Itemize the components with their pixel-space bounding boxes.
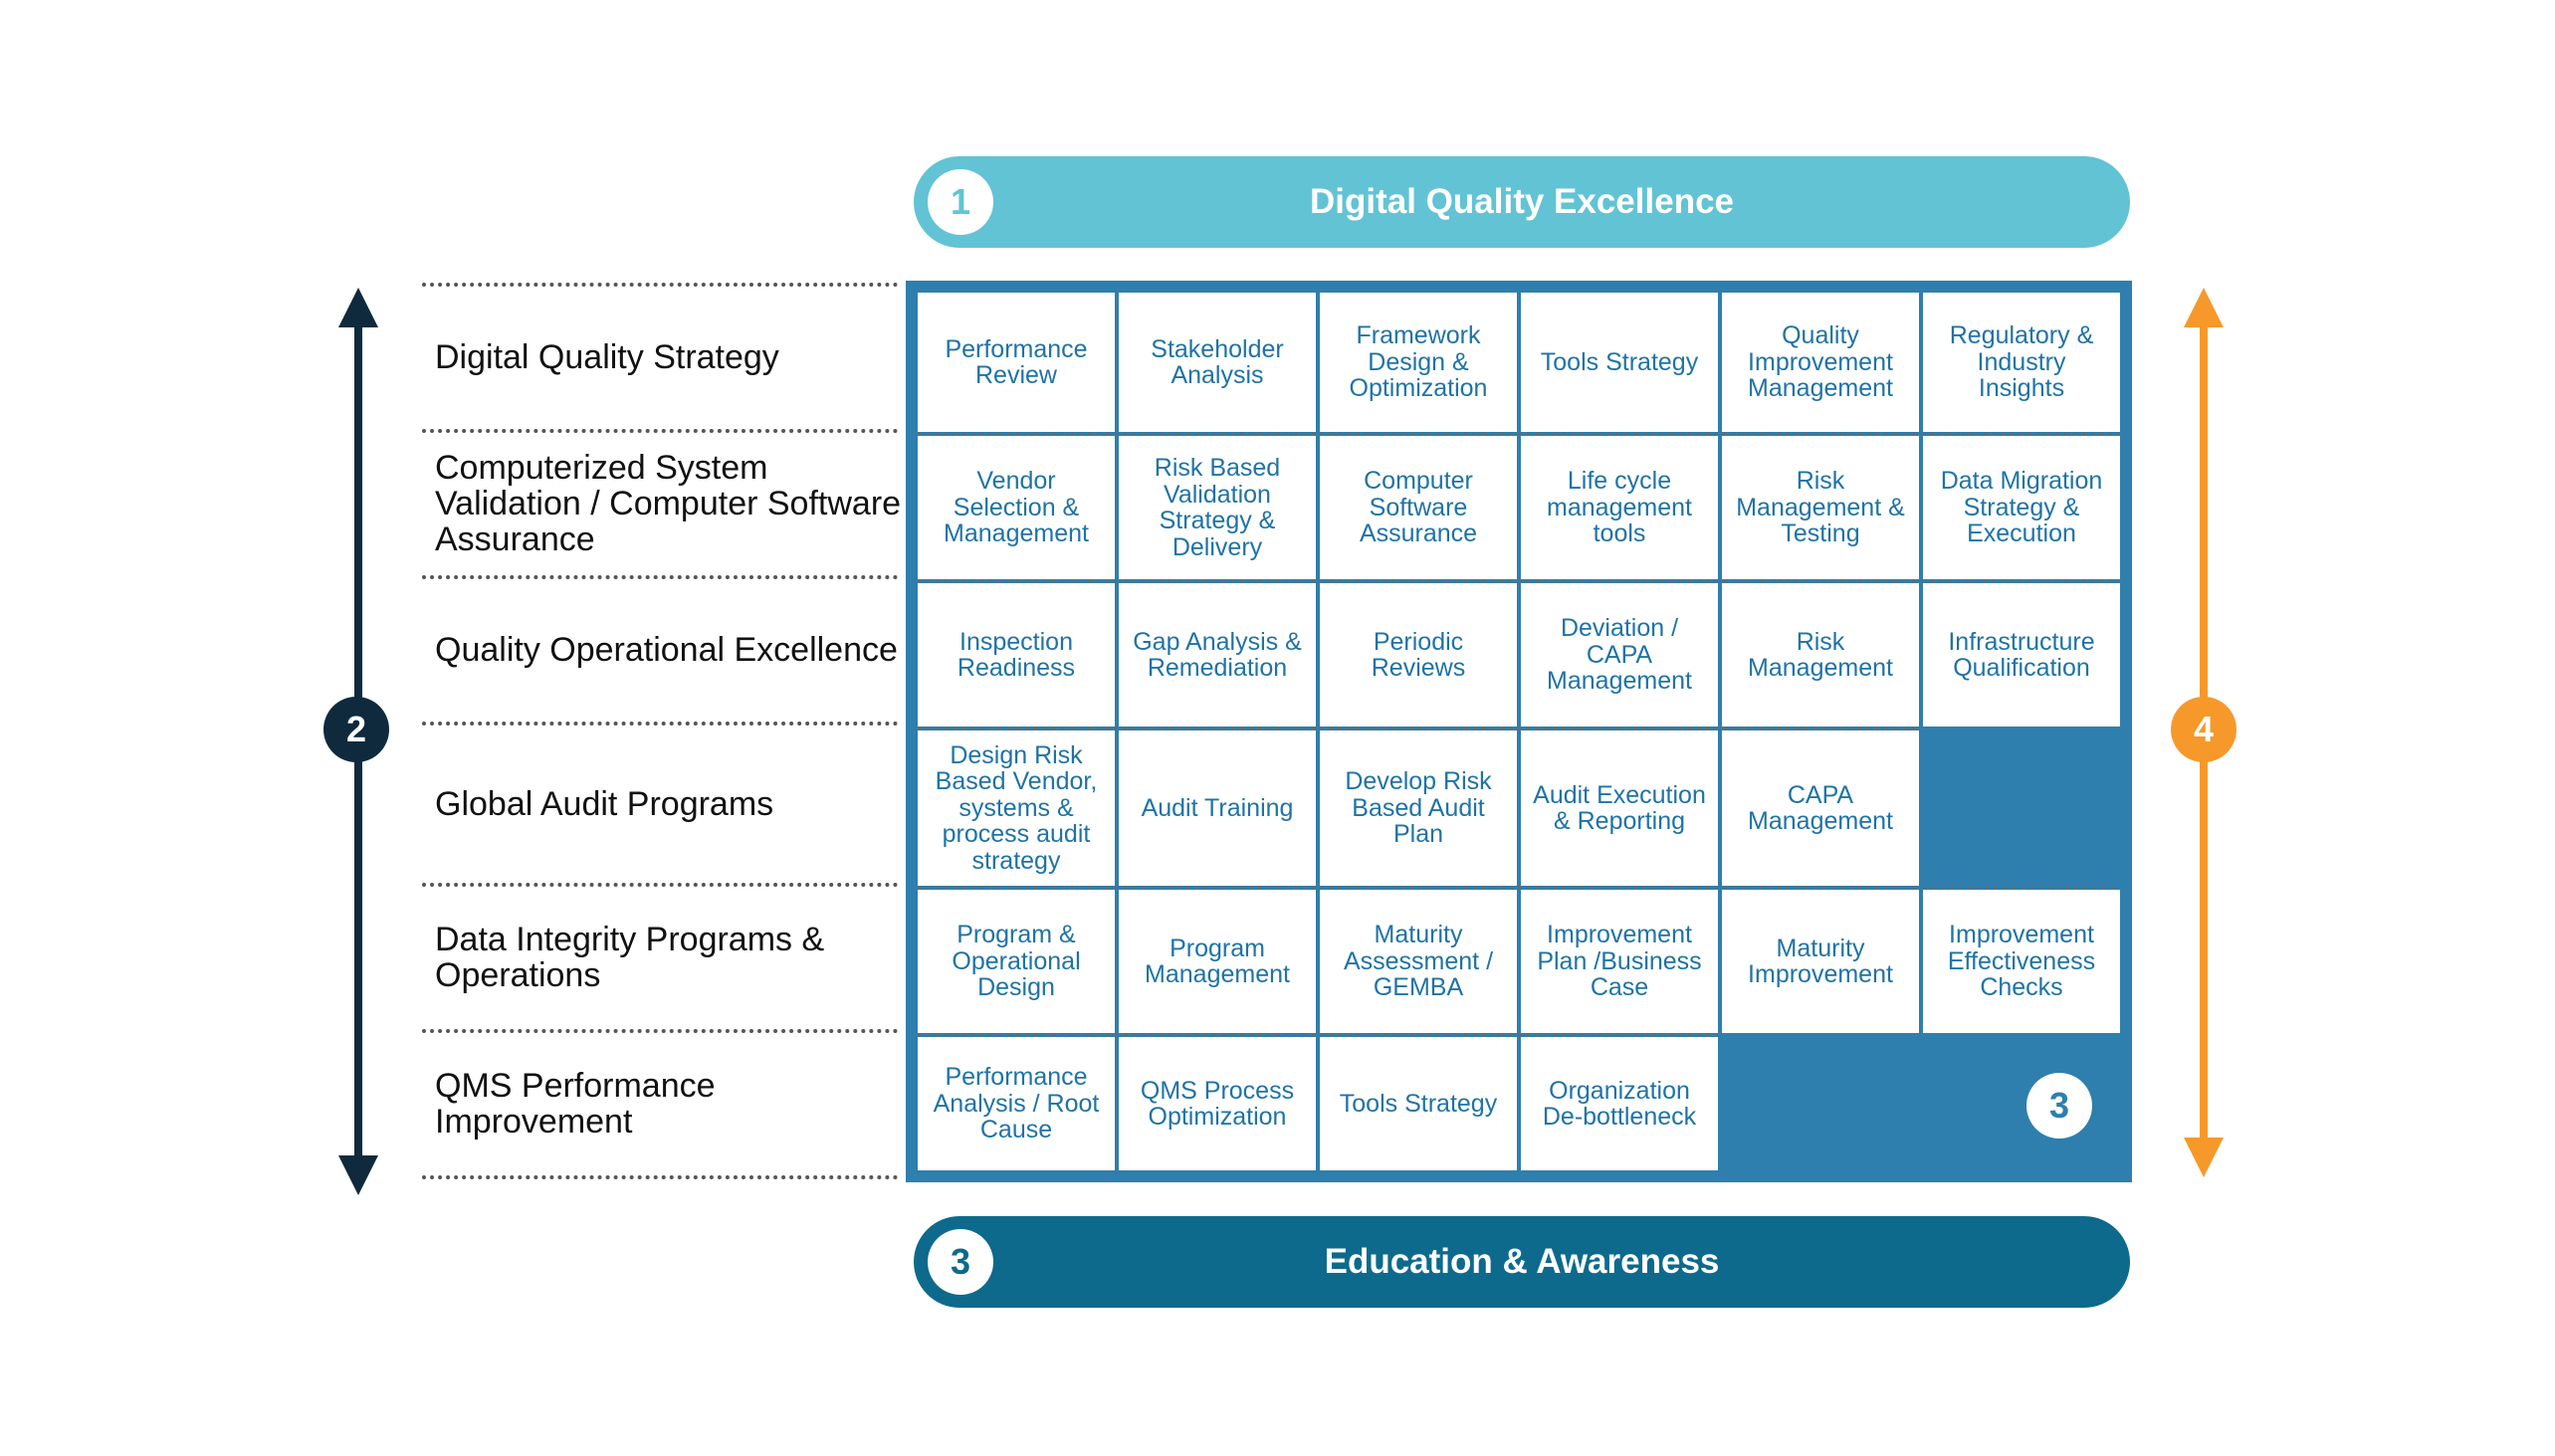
row-separator (422, 722, 898, 726)
matrix-cell: Stakeholder Analysis (1119, 293, 1316, 432)
left-axis-number-badge: 2 (323, 697, 389, 762)
matrix-cell: Performance Review (918, 293, 1115, 432)
banner-title: Education & Awareness (1324, 1242, 1720, 1281)
row-label-quality-operational-excellence: Quality Operational Excellence (435, 631, 898, 670)
matrix-cell: Regulatory & Industry Insights (1923, 293, 2120, 432)
row-separator (422, 1175, 898, 1179)
matrix-cell: Deviation / CAPA Management (1521, 583, 1718, 727)
matrix-cell: Tools Strategy (1320, 1037, 1517, 1170)
banner-title: Digital Quality Excellence (1310, 182, 1734, 221)
matrix-cell: Gap Analysis & Remediation (1119, 583, 1316, 727)
matrix-corner-number-badge: 3 (2026, 1073, 2092, 1139)
row-label-qms-performance-improvement: QMS Performance Improvement (435, 1067, 716, 1141)
matrix-cell: Life cycle management tools (1521, 436, 1718, 579)
matrix-cell: Improvement Plan /Business Case (1521, 890, 1718, 1033)
row-separator (422, 283, 898, 287)
row-separator (422, 1029, 898, 1033)
matrix-cell: Program & Operational Design (918, 890, 1115, 1033)
matrix-cell: Infrastructure Qualification (1923, 583, 2120, 727)
matrix-cell: Inspection Readiness (918, 583, 1115, 727)
row-separator (422, 575, 898, 579)
matrix-cell: Design Risk Based Vendor, systems & proc… (918, 730, 1115, 886)
row-label-digital-quality-strategy: Digital Quality Strategy (435, 338, 779, 377)
matrix-cell: Risk Management & Testing (1722, 436, 1919, 579)
matrix-cell: Risk Management (1722, 583, 1919, 727)
capability-matrix: Performance Review Stakeholder Analysis … (906, 281, 2132, 1182)
row-separator (422, 429, 898, 433)
matrix-cell-empty (1923, 730, 2120, 886)
row-label-global-audit-programs: Global Audit Programs (435, 785, 774, 824)
matrix-cell: Risk Based Validation Strategy & Deliver… (1119, 436, 1316, 579)
matrix-cell: Data Migration Strategy & Execution (1923, 436, 2120, 579)
matrix-cell: Vendor Selection & Management (918, 436, 1115, 579)
matrix-cell: Program Management (1119, 890, 1316, 1033)
row-separator (422, 883, 898, 887)
matrix-cell: Quality Improvement Management (1722, 293, 1919, 432)
matrix-cell: Computer Software Assurance (1320, 436, 1517, 579)
banner-number-badge: 3 (928, 1229, 993, 1295)
matrix-cell: Maturity Assessment / GEMBA (1320, 890, 1517, 1033)
row-label-data-integrity-programs: Data Integrity Programs & Operations (435, 921, 825, 994)
matrix-cell: Maturity Improvement (1722, 890, 1919, 1033)
education-awareness-banner: 3 Education & Awareness (914, 1216, 2130, 1308)
matrix-cell: Audit Execution & Reporting (1521, 730, 1718, 886)
matrix-cell: Improvement Effectiveness Checks (1923, 890, 2120, 1033)
digital-quality-excellence-banner: 1 Digital Quality Excellence (914, 156, 2130, 248)
matrix-cell: Develop Risk Based Audit Plan (1320, 730, 1517, 886)
matrix-cell: QMS Process Optimization (1119, 1037, 1316, 1170)
right-axis-number-badge: 4 (2171, 697, 2236, 762)
row-label-csv-csa: Computerized System Validation / Compute… (435, 449, 902, 558)
matrix-cell: Performance Analysis / Root Cause (918, 1037, 1115, 1170)
matrix-cell: Audit Training (1119, 730, 1316, 886)
matrix-cell: Tools Strategy (1521, 293, 1718, 432)
banner-number-badge: 1 (928, 169, 993, 235)
matrix-cell: Periodic Reviews (1320, 583, 1517, 727)
matrix-cell: Organization De-bottleneck (1521, 1037, 1718, 1170)
matrix-cell: CAPA Management (1722, 730, 1919, 886)
matrix-cell: Framework Design & Optimization (1320, 293, 1517, 432)
